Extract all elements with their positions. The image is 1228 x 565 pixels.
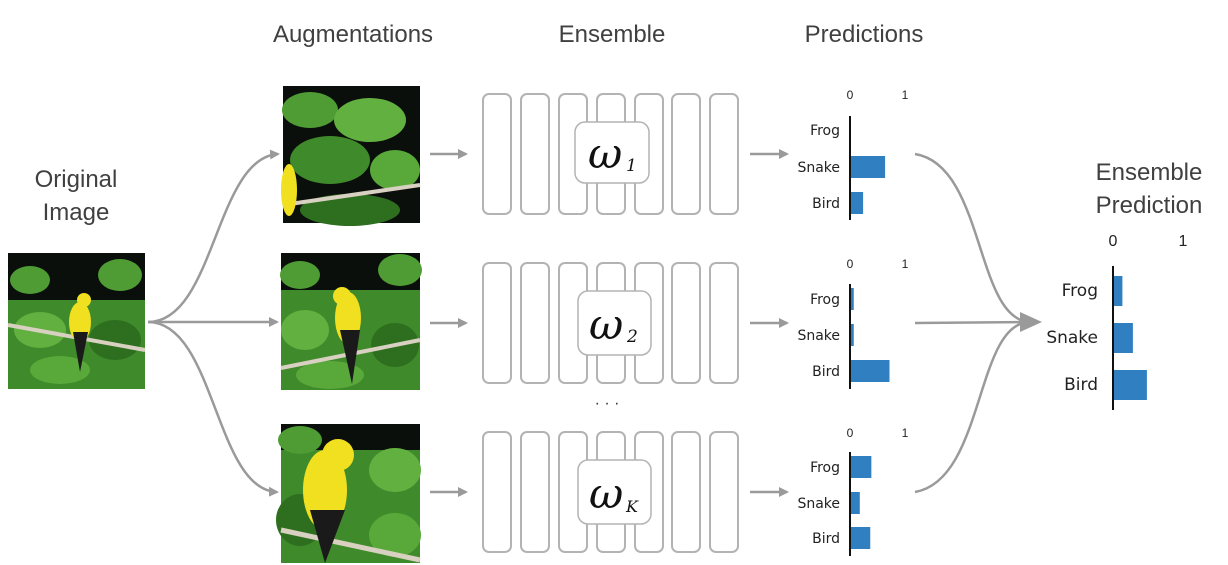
- x-tick-label: 0: [847, 426, 854, 440]
- network-layer-1-7: [709, 93, 739, 215]
- weight-symbol-1: ω: [588, 129, 622, 178]
- ellipsis: · · ·: [595, 395, 620, 412]
- weight-symbol-k: ω: [589, 469, 623, 518]
- bar-frog: [851, 456, 872, 478]
- bar-snake: [851, 156, 886, 178]
- category-label-bird: Bird: [812, 196, 840, 212]
- category-label-bird: Bird: [812, 364, 840, 380]
- category-label-frog: Frog: [810, 460, 840, 476]
- category-label-snake: Snake: [797, 496, 840, 512]
- bar-frog: [1114, 276, 1123, 306]
- category-label-bird: Bird: [812, 531, 840, 547]
- x-tick-label: 1: [1179, 233, 1188, 250]
- ensemble-prediction-heading-line2: Prediction: [1096, 192, 1203, 219]
- bar-bird: [851, 527, 871, 549]
- category-label-frog: Frog: [810, 292, 840, 308]
- augmented-image-2: [280, 253, 422, 390]
- weight-box-k: ω K: [577, 459, 652, 525]
- ensemble-heading: Ensemble: [559, 21, 666, 48]
- category-label-frog: Frog: [810, 123, 840, 139]
- category-label-snake: Snake: [1046, 328, 1098, 348]
- weight-subscript-2: 2: [626, 327, 638, 347]
- network-layer-3-1: [482, 431, 512, 553]
- network-layer-1-1: [482, 93, 512, 215]
- augmentations-heading: Augmentations: [273, 21, 433, 48]
- bar-bird: [851, 192, 864, 214]
- x-tick-label: 1: [902, 88, 909, 102]
- ensemble-prediction-heading-line1: Ensemble: [1096, 159, 1203, 186]
- x-tick-label: 0: [847, 257, 854, 271]
- network-layer-1-2: [520, 93, 550, 215]
- original-image-heading-line2: Image: [43, 199, 110, 226]
- category-label-snake: Snake: [797, 328, 840, 344]
- original-image: [7, 253, 146, 389]
- weight-box-1: ω 1: [574, 121, 650, 184]
- bar-snake: [851, 324, 854, 346]
- network-layer-2-1: [482, 262, 512, 384]
- to-predictions-arrows: [750, 149, 789, 497]
- x-tick-label: 1: [902, 257, 909, 271]
- bar-bird: [851, 360, 890, 382]
- bar-frog: [851, 288, 854, 310]
- network-layer-1-6: [671, 93, 701, 215]
- bar-bird: [1114, 370, 1147, 400]
- predictions-heading: Predictions: [805, 21, 924, 48]
- x-tick-label: 1: [902, 426, 909, 440]
- weight-subscript-1: 1: [626, 156, 637, 176]
- original-image-heading-line1: Original: [35, 166, 118, 193]
- augmented-image-3: [276, 424, 421, 563]
- bar-snake: [1114, 323, 1133, 353]
- network-layer-3-6: [671, 431, 701, 553]
- category-label-snake: Snake: [797, 160, 840, 176]
- to-ensemble-arrows: [430, 149, 468, 497]
- network-layer-2-2: [520, 262, 550, 384]
- weight-box-2: ω 2: [577, 290, 652, 356]
- network-layer-3-2: [520, 431, 550, 553]
- x-tick-label: 0: [847, 88, 854, 102]
- weight-symbol-2: ω: [589, 300, 623, 349]
- category-label-frog: Frog: [1062, 281, 1098, 301]
- network-layer-2-6: [671, 262, 701, 384]
- network-layer-2-7: [709, 262, 739, 384]
- network-layer-3-7: [709, 431, 739, 553]
- aggregation-arrows: [914, 152, 1042, 494]
- bar-snake: [851, 492, 860, 514]
- category-label-bird: Bird: [1064, 375, 1098, 395]
- augmentation-arrows: [147, 149, 280, 497]
- x-tick-label: 0: [1109, 233, 1118, 250]
- weight-subscript-k: K: [625, 497, 639, 516]
- augmented-image-1: [281, 86, 421, 226]
